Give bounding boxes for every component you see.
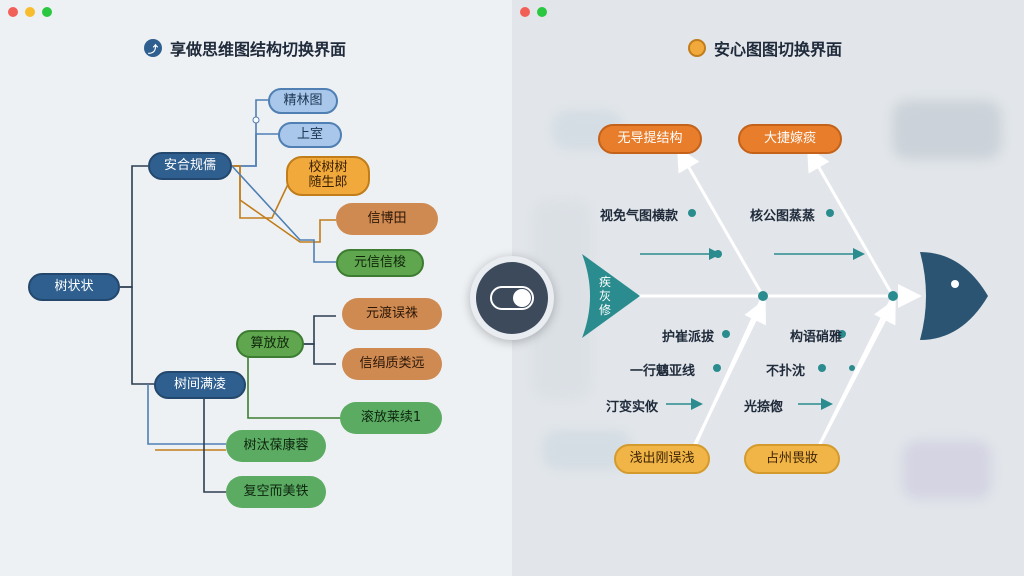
mindmap-pane: ⤴ 享做思维图结构切换界面 树状状 安合规儒 精林图 上室 校树树 随生郎 信博… (0, 0, 512, 576)
mindmap-node-5[interactable]: 元信信梭 (336, 249, 424, 277)
mindmap-node-1[interactable]: 精林图 (268, 88, 338, 114)
cause-label-right-3: 不扑沈 (766, 364, 806, 379)
fishbone-category-bottom-1[interactable]: 浅出刚误浅 (614, 444, 710, 474)
cause-label-right-2: 构语硝雅 (790, 330, 843, 345)
fishbone-tail-label: 疾 灰 修 (598, 275, 611, 317)
fishbone-title-text: 安心图图切换界面 (714, 40, 843, 59)
mindmap-icon: ⤴ (144, 39, 162, 57)
close-button[interactable] (8, 7, 18, 17)
mindmap-sub-node-2[interactable]: 信绢质类远 (342, 348, 442, 380)
maximize-button-right[interactable] (537, 7, 547, 17)
fishbone-category-top-2[interactable]: 大捷嫁痰 (738, 124, 842, 154)
cause-label-right-1: 核公图蒸蒸 (750, 209, 816, 224)
fishbone-category-bottom-2[interactable]: 占州畏妝 (744, 444, 840, 474)
mindmap-node-2[interactable]: 上室 (278, 122, 342, 148)
mindmap-sub-branch[interactable]: 算放放 (236, 330, 304, 358)
cause-label-left-1: 视免气图横款 (600, 209, 679, 224)
toggle-switch-icon (490, 286, 534, 310)
mindmap-bottom-node-2[interactable]: 复空而美铁 (226, 476, 326, 508)
mindmap-bottom-node-1[interactable]: 树汰葆康蓉 (226, 430, 326, 462)
fishbone-title: 安心图图切换界面 (688, 36, 842, 60)
mindmap-title: ⤴ 享做思维图结构切换界面 (144, 36, 346, 60)
close-button-right[interactable] (520, 7, 530, 17)
mindmap-branch-bottom[interactable]: 树间满凌 (154, 371, 246, 399)
cause-label-left-4: 汀变实攸 (606, 400, 659, 415)
mindmap-node-3[interactable]: 校树树 随生郎 (286, 156, 370, 196)
mindmap-node-4[interactable]: 信博田 (336, 203, 438, 235)
toggle-background (476, 262, 548, 334)
circle-icon (688, 39, 706, 57)
mindmap-sub-node-1[interactable]: 元渡误祩 (342, 298, 442, 330)
fishbone-pane: 安心图图切换界面 (512, 0, 1024, 576)
mindmap-sub-node-3[interactable]: 滚放莱续1 (340, 402, 442, 434)
toggle-knob (513, 289, 531, 307)
mindmap-branch-top[interactable]: 安合规儒 (148, 152, 232, 180)
cause-label-left-3: 一行魑亚线 (630, 364, 696, 379)
mindmap-connectors (120, 99, 340, 493)
window-controls (8, 7, 52, 17)
mindmap-root-node[interactable]: 树状状 (28, 273, 120, 301)
minimize-button[interactable] (25, 7, 35, 17)
window-controls-right (520, 7, 547, 17)
mindmap-title-text: 享做思维图结构切换界面 (170, 40, 347, 59)
fishbone-category-top-1[interactable]: 无导提结构 (598, 124, 702, 154)
fishbone-diagram (582, 146, 988, 449)
cause-label-right-4: 光捺偬 (744, 400, 784, 415)
maximize-button[interactable] (42, 7, 52, 17)
view-toggle-button[interactable] (470, 256, 554, 340)
cause-label-left-2: 护崔派拔 (662, 330, 715, 345)
